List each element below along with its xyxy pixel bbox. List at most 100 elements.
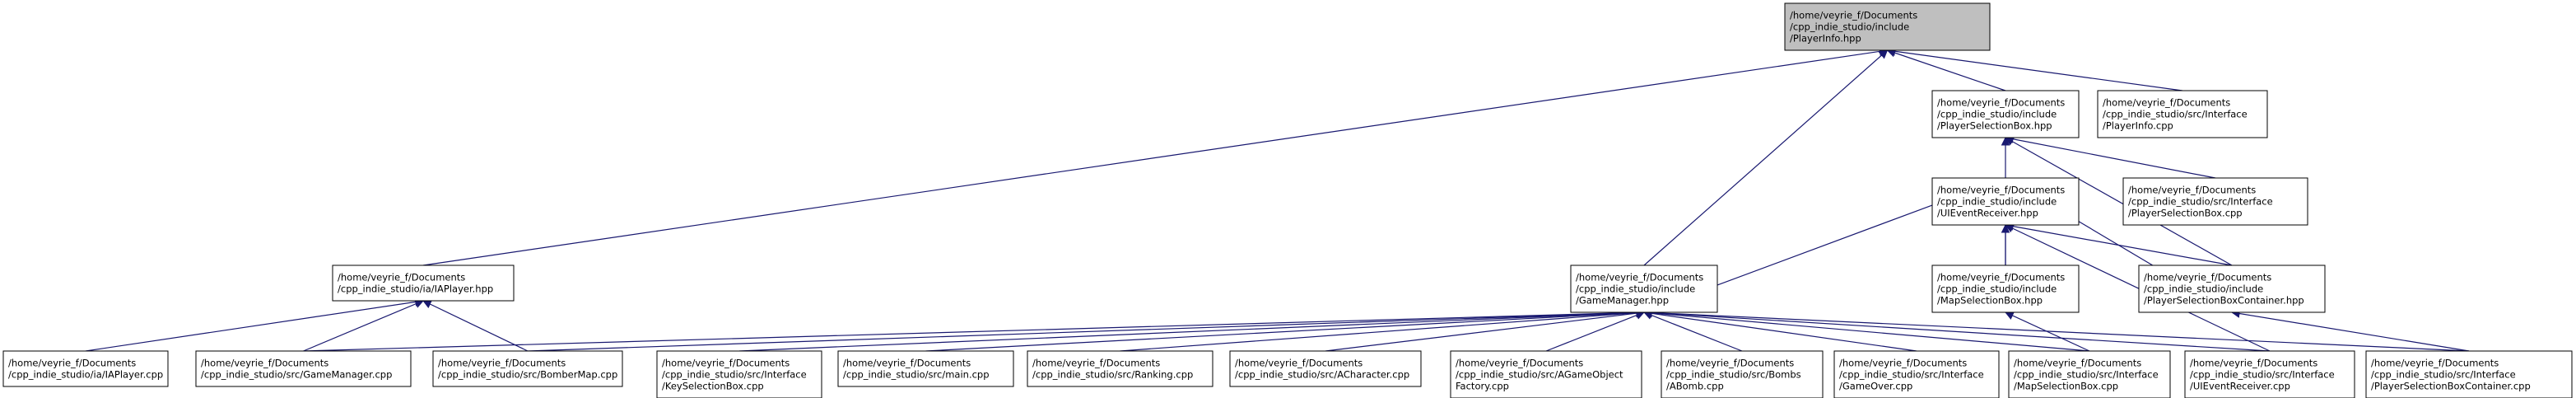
node-box bbox=[1027, 350, 1213, 387]
node-box bbox=[656, 350, 822, 398]
node-box bbox=[1833, 350, 2000, 398]
node-label-line: /GameManager.hpp bbox=[1576, 295, 1669, 307]
graph-node[interactable]: /home/veyrie_f/Documents/cpp_indie_studi… bbox=[1931, 265, 2080, 313]
graph-node[interactable]: /home/veyrie_f/Documents/cpp_indie_studi… bbox=[2365, 350, 2573, 398]
edge-n3-to-n0 bbox=[1886, 49, 2006, 91]
node-label-line: /home/veyrie_f/Documents bbox=[2103, 97, 2230, 109]
node-label-line: /cpp_indie_studio/ia/IAPlayer.hpp bbox=[338, 283, 493, 295]
node-box bbox=[1931, 90, 2080, 138]
edge-n21-to-n8 bbox=[2230, 309, 2470, 352]
graph-node[interactable]: /home/veyrie_f/Documents/cpp_indie_studi… bbox=[1661, 350, 1824, 398]
node-label-line: /PlayerInfo.hpp bbox=[1790, 33, 1861, 44]
node-box bbox=[1450, 350, 1642, 398]
node-box bbox=[2008, 350, 2171, 398]
graph-node[interactable]: /home/veyrie_f/Documents/cpp_indie_studi… bbox=[2097, 90, 2268, 138]
node-label-line: /cpp_indie_studio/include bbox=[2144, 283, 2263, 295]
node-box bbox=[2097, 90, 2268, 138]
node-label-line: /cpp_indie_studio/src/ACharacter.cpp bbox=[1235, 369, 1409, 381]
graph-node[interactable]: /home/veyrie_f/Documents/cpp_indie_studi… bbox=[1931, 90, 2080, 138]
node-label-line: /home/veyrie_f/Documents bbox=[843, 358, 971, 369]
node-label-line: /cpp_indie_studio/include bbox=[1937, 196, 2057, 208]
edge-n14-to-n2 bbox=[1120, 308, 1646, 352]
node-label-line: /cpp_indie_studio/include bbox=[1937, 283, 2057, 295]
node-label-line: /UIEventReceiver.cpp bbox=[2190, 381, 2290, 392]
node-label-line: /cpp_indie_studio/ia/IAPlayer.cpp bbox=[8, 369, 163, 381]
node-label-line: Factory.cpp bbox=[1456, 381, 1509, 392]
node-label-line: /home/veyrie_f/Documents bbox=[8, 358, 136, 369]
graph-node[interactable]: /home/veyrie_f/Documents/cpp_indie_studi… bbox=[1229, 350, 1422, 387]
node-label-line: /cpp_indie_studio/include bbox=[1790, 21, 1909, 33]
node-label-line: /home/veyrie_f/Documents bbox=[1937, 185, 2065, 196]
edge-n9-to-n1 bbox=[85, 297, 425, 352]
graph-node[interactable]: /home/veyrie_f/Documents/cpp_indie_studi… bbox=[2184, 350, 2355, 398]
graph-node[interactable]: /home/veyrie_f/Documents/cpp_indie_studi… bbox=[332, 265, 515, 302]
node-label-line: /PlayerSelectionBox.cpp bbox=[2128, 208, 2243, 219]
node-label-line: /cpp_indie_studio/src/main.cpp bbox=[843, 369, 990, 381]
graph-node[interactable]: /home/veyrie_f/Documents/cpp_indie_studi… bbox=[2122, 177, 2308, 226]
node-label-line: /GameOver.cpp bbox=[1839, 381, 1912, 392]
edge-n20-to-n5 bbox=[2005, 224, 2271, 352]
graph-node[interactable]: /home/veyrie_f/Documents/cpp_indie_studi… bbox=[1027, 350, 1213, 387]
node-label-line: /home/veyrie_f/Documents bbox=[1937, 97, 2065, 109]
node-label-line: /cpp_indie_studio/src/Bombs bbox=[1666, 369, 1801, 381]
node-box bbox=[2365, 350, 2573, 398]
node-label-line: /home/veyrie_f/Documents bbox=[1235, 358, 1363, 369]
node-label-line: /cpp_indie_studio/src/Interface bbox=[2014, 369, 2159, 381]
edge-n16-to-n2 bbox=[1545, 311, 1646, 352]
node-label-line: /cpp_indie_studio/src/Interface bbox=[2190, 369, 2335, 381]
edge-n10-to-n1 bbox=[303, 299, 424, 352]
node-label-line: /home/veyrie_f/Documents bbox=[1937, 272, 2065, 283]
node-box bbox=[1784, 2, 1991, 51]
graph-node[interactable]: /home/veyrie_f/Documents/cpp_indie_studi… bbox=[2008, 350, 2171, 398]
node-label-line: /home/veyrie_f/Documents bbox=[1790, 10, 1917, 21]
node-label-line: /PlayerSelectionBoxContainer.cpp bbox=[2371, 381, 2531, 392]
node-label-line: /cpp_indie_studio/src/Ranking.cpp bbox=[1032, 369, 1193, 381]
node-box bbox=[837, 350, 1014, 387]
node-label-line: /MapSelectionBox.cpp bbox=[2014, 381, 2118, 392]
node-box bbox=[1570, 265, 1718, 313]
node-box bbox=[2, 350, 169, 387]
edge-n11-to-n2 bbox=[527, 307, 1646, 352]
graph-node[interactable]: /home/veyrie_f/Documents/cpp_indie_studi… bbox=[2138, 265, 2326, 313]
node-box bbox=[1661, 350, 1824, 398]
node-label-line: /PlayerInfo.cpp bbox=[2103, 120, 2173, 132]
edge-n21-to-n2 bbox=[1642, 308, 2470, 352]
edge-n19-to-n2 bbox=[1642, 308, 2090, 352]
node-label-line: /cpp_indie_studio/src/GameManager.cpp bbox=[201, 369, 392, 381]
node-label-line: /cpp_indie_studio/src/Interface bbox=[2103, 109, 2248, 120]
node-label-line: /cpp_indie_studio/include bbox=[1937, 109, 2057, 120]
root-node: /home/veyrie_f/Documents/cpp_indie_studi… bbox=[1784, 2, 1991, 51]
graph-node[interactable]: /home/veyrie_f/Documents/cpp_indie_studi… bbox=[195, 350, 412, 387]
node-label-line: /home/veyrie_f/Documents bbox=[1576, 272, 1703, 283]
node-box bbox=[1931, 265, 2080, 313]
edge-n6-to-n3 bbox=[2004, 134, 2216, 179]
node-label-line: /home/veyrie_f/Documents bbox=[2144, 272, 2271, 283]
edge-n8-to-n3 bbox=[2005, 137, 2233, 266]
node-label-line: /cpp_indie_studio/src/Interface bbox=[662, 369, 807, 381]
node-box bbox=[195, 350, 412, 387]
node-label-line: /home/veyrie_f/Documents bbox=[1032, 358, 1160, 369]
edge-n10-to-n2 bbox=[303, 307, 1646, 352]
edge-n4-to-n0 bbox=[1886, 46, 2183, 91]
edge-n2-to-n0 bbox=[1643, 49, 1889, 266]
node-label-line: /home/veyrie_f/Documents bbox=[338, 272, 465, 283]
graph-node[interactable]: /home/veyrie_f/Documents/cpp_indie_studi… bbox=[656, 350, 822, 398]
graph-node[interactable]: /home/veyrie_f/Documents/cpp_indie_studi… bbox=[1833, 350, 2000, 398]
graph-node[interactable]: /home/veyrie_f/Documents/cpp_indie_studi… bbox=[1570, 265, 1718, 313]
node-label-line: /home/veyrie_f/Documents bbox=[1839, 358, 1967, 369]
graph-node[interactable]: /home/veyrie_f/Documents/cpp_indie_studi… bbox=[432, 350, 623, 387]
edge-n13-to-n2 bbox=[925, 308, 1646, 352]
graph-node[interactable]: /home/veyrie_f/Documents/cpp_indie_studi… bbox=[837, 350, 1014, 387]
edge-n19-to-n7 bbox=[2005, 311, 2090, 352]
edge-n12-to-n2 bbox=[738, 308, 1646, 352]
node-label-line: /home/veyrie_f/Documents bbox=[2371, 358, 2499, 369]
graph-node[interactable]: /home/veyrie_f/Documents/cpp_indie_studi… bbox=[1931, 177, 2080, 226]
edge-n1-to-n0 bbox=[422, 47, 1889, 266]
node-label-line: /ABomb.cpp bbox=[1666, 381, 1724, 392]
node-label-line: /cpp_indie_studio/src/AGameObject bbox=[1456, 369, 1623, 381]
node-label-line: /home/veyrie_f/Documents bbox=[1456, 358, 1583, 369]
graph-node[interactable]: /home/veyrie_f/Documents/cpp_indie_studi… bbox=[2, 350, 169, 387]
graph-node[interactable]: /home/veyrie_f/Documents/cpp_indie_studi… bbox=[1450, 350, 1642, 398]
node-label-line: /home/veyrie_f/Documents bbox=[2190, 358, 2317, 369]
